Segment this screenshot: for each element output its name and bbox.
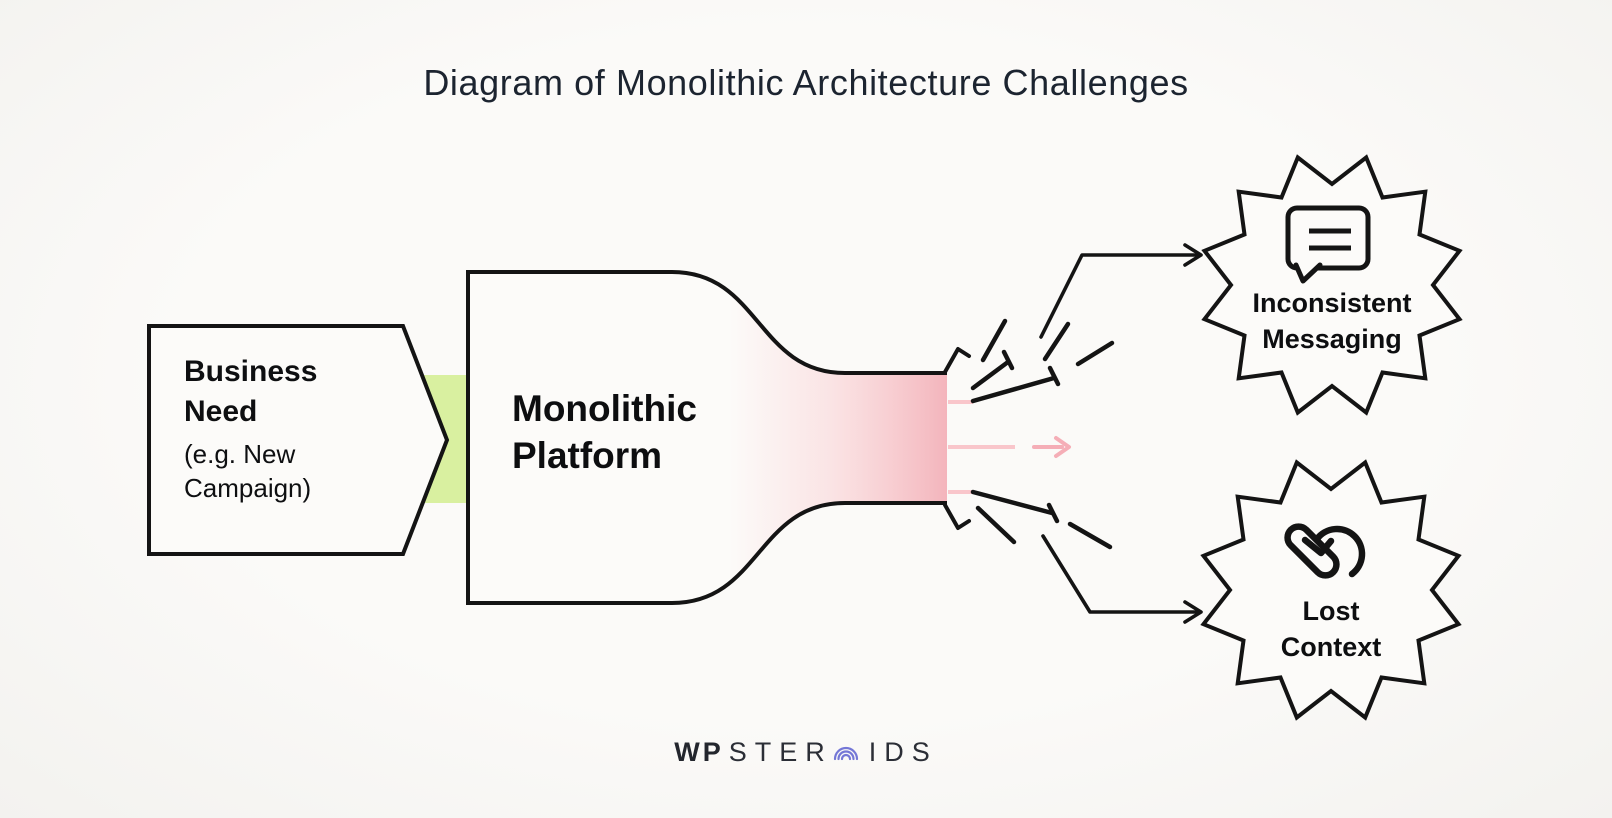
speech-bubble-icon <box>1285 205 1371 284</box>
business-need-node: Business Need (e.g. New Campaign) <box>184 352 369 506</box>
platform-label: Monolithic Platform <box>512 388 697 476</box>
funnel-mouth-flares <box>943 347 971 530</box>
business-need-title: Business Need <box>184 355 318 428</box>
pink-output-lines <box>948 400 1015 494</box>
brand-prefix: WP <box>674 736 724 767</box>
arc-rings-icon <box>833 746 858 761</box>
challenge-context-label: Lost Context <box>1280 596 1382 662</box>
business-need-subtitle: (e.g. New Campaign) <box>184 439 312 503</box>
brand-suffix: IDS <box>868 736 938 767</box>
arrow-to-context <box>1041 534 1199 614</box>
business-need-shape <box>147 324 450 556</box>
burst-inconsistent-messaging <box>1201 154 1463 416</box>
brand-mid: STER <box>728 736 833 767</box>
brand-watermark: WP STER IDS <box>0 731 1612 773</box>
pink-arrow-icon <box>1032 436 1071 458</box>
diagram-title: Diagram of Monolithic Architecture Chall… <box>423 62 1189 103</box>
arrow-to-context-head <box>1183 600 1203 624</box>
challenge-messaging-label: Inconsistent Messaging <box>1252 288 1412 354</box>
arrow-to-messaging-head <box>1183 243 1203 267</box>
challenge-arrows <box>1039 243 1203 624</box>
scatter-dashes <box>970 318 1115 550</box>
funnel-outline <box>466 270 947 605</box>
arrow-to-messaging <box>1039 253 1199 339</box>
broken-link-icon <box>1284 523 1366 579</box>
burst-lost-context <box>1200 459 1462 721</box>
funnel-pink-gradient <box>468 272 947 603</box>
